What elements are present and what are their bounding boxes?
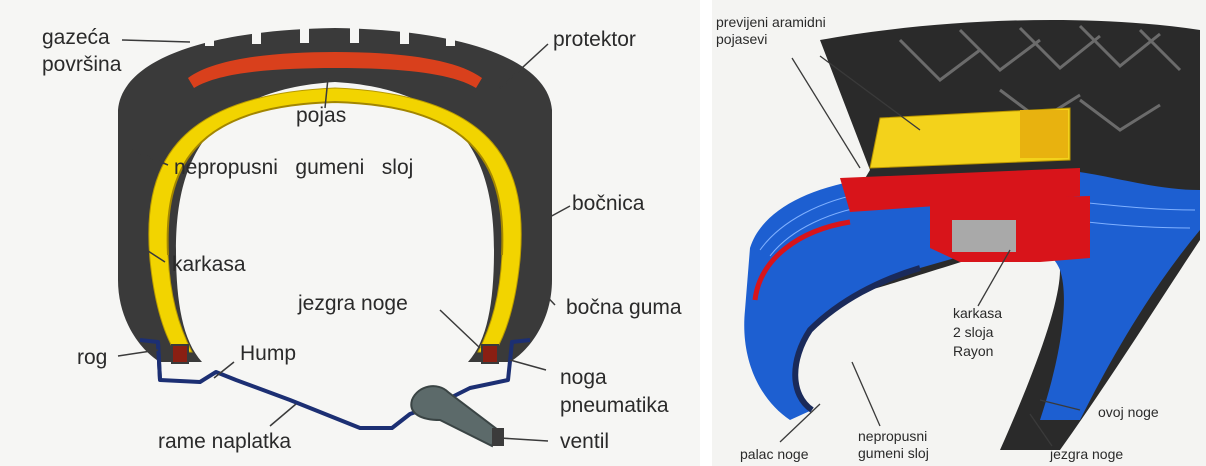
label-bocnica: bočnica (572, 192, 644, 216)
label-hump: Hump (240, 342, 296, 366)
cutaway-leader-lines (780, 56, 1080, 446)
cutaway-red-ply (840, 168, 1080, 212)
cutaway-aramid-belt (870, 108, 1070, 168)
label-gazeca-povrsina: gazeća površina (42, 24, 121, 78)
label-pojas: pojas (296, 104, 346, 128)
label-ovoj-noge: ovoj noge (1098, 404, 1159, 421)
label-jezgra-noge: jezgra noge (298, 292, 408, 316)
bead-core-right (482, 345, 498, 363)
cutaway-carcass (744, 170, 1200, 420)
label-nepropusni-gumeni-sloj: nepropusni gumeni sloj (174, 156, 413, 180)
tread-pattern (900, 26, 1180, 130)
label-rame-naplatka: rame naplatka (158, 430, 291, 454)
label-karkasa-2-sloja-rayon: karkasa 2 sloja Rayon (953, 304, 1002, 361)
label-previjeni-aramidni-pojasevi: previjeni aramidni pojasevi (716, 14, 826, 48)
label-rog: rog (77, 346, 107, 370)
label-ventil: ventil (560, 430, 609, 454)
cutaway-tread (820, 20, 1200, 450)
label-palac-noge: palac noge (740, 446, 809, 463)
label-jezgra-noge-right: jezgra noge (1050, 446, 1123, 463)
label-protektor: protektor (553, 28, 636, 52)
label-nepropusni-gumeni-sloj-right: nepropusni gumeni sloj (858, 428, 929, 462)
label-noga-pneumatika: noga pneumatika (560, 364, 669, 420)
ply-lines (760, 182, 1195, 256)
label-bocna-guma: bočna guma (566, 296, 682, 320)
bead-core-left (172, 345, 188, 363)
label-karkasa: karkasa (172, 253, 246, 277)
